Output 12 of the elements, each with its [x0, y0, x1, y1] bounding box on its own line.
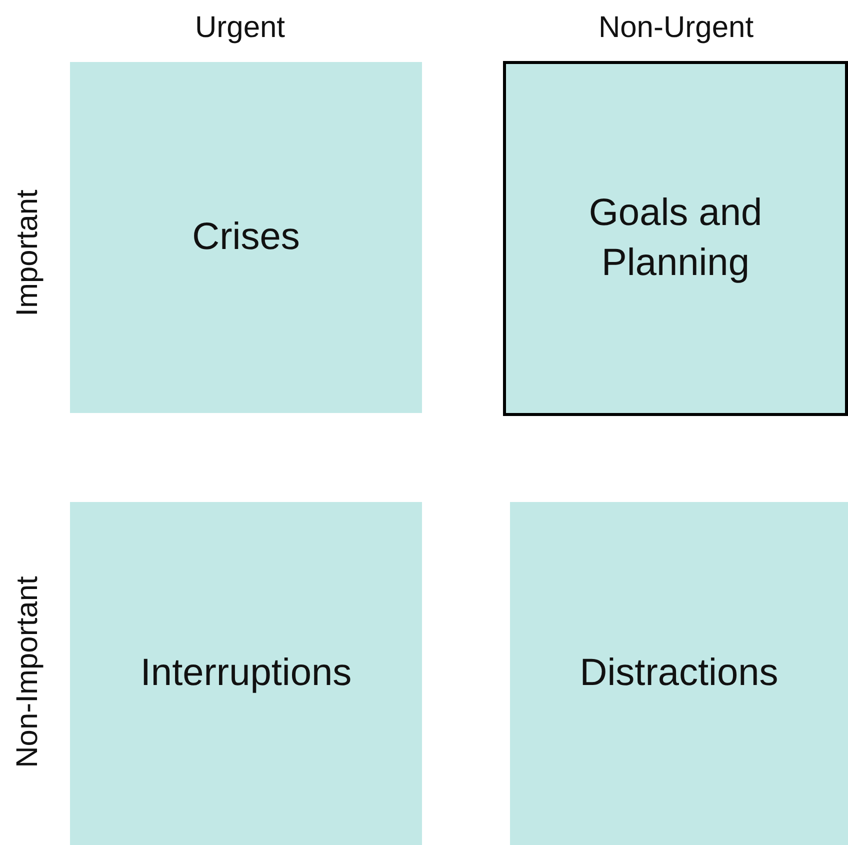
quadrant-title: Distractions: [580, 650, 778, 696]
row-label: Non-Important: [13, 576, 43, 768]
quadrant-box: [510, 502, 848, 845]
column-label: Urgent: [194, 13, 286, 43]
quadrant-title: Interruptions: [140, 650, 352, 696]
quadrant-box: [503, 61, 848, 416]
quadrant-title: Crises: [192, 214, 300, 260]
quadrant-box: [70, 62, 422, 413]
column-label: Non-Urgent: [598, 13, 754, 43]
row-label: Important: [13, 190, 43, 316]
quadrant-title: Goals and Planning: [588, 191, 764, 286]
quadrant-box: [70, 502, 422, 845]
